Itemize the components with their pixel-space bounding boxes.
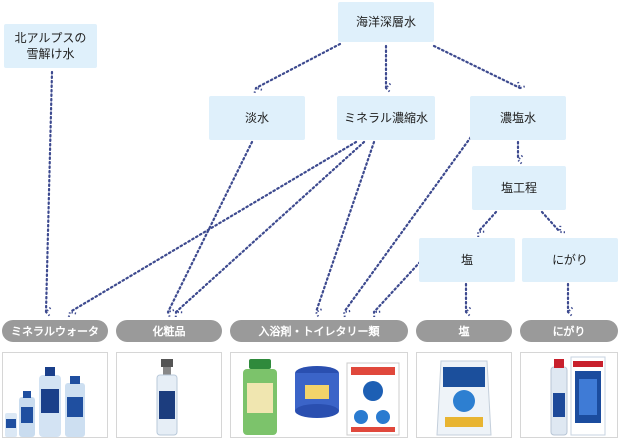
category-bath-toiletries: 入浴剤・トイレタリー類	[230, 320, 408, 342]
node-salt: 塩	[419, 238, 515, 282]
category-salt: 塩	[416, 320, 512, 342]
product-panel-mineral-water	[2, 352, 108, 438]
arrow-brine-to-bath	[342, 128, 478, 319]
node-concentrated-brine: 濃塩水	[470, 96, 566, 140]
product-panel-bath-toiletries	[230, 352, 408, 438]
arrow-mineral-to-bath-a	[314, 140, 376, 319]
category-bittern: にがり	[520, 320, 618, 342]
arrow-deep-to-fresh	[253, 42, 342, 95]
spray-bottle-icon	[156, 359, 178, 436]
node-snowmelt: 北アルプスの 雪解け水	[4, 24, 97, 68]
node-mineral-concentrate: ミネラル濃縮水	[337, 96, 435, 140]
arrow-fresh-to-cosmetics	[166, 140, 254, 319]
product-panel-bittern	[520, 352, 618, 438]
arrow-saltprocess-to-salt	[476, 210, 498, 239]
node-fresh-water: 淡水	[209, 96, 305, 140]
product-panel-salt	[416, 352, 512, 438]
arrow-mineral-to-water	[67, 140, 358, 319]
category-mineral-water: ミネラルウォータ	[2, 320, 108, 342]
arrow-snowmelt-to-water	[44, 70, 54, 318]
salt-bag-icon	[436, 360, 492, 436]
bath-products-icon	[243, 359, 400, 436]
node-bittern: にがり	[522, 238, 618, 282]
product-panel-cosmetics	[116, 352, 222, 438]
arrow-mineral-to-cosmetics	[174, 140, 366, 319]
arrow-deep-to-brine	[432, 44, 527, 90]
arrow-saltprocess-to-bittern	[540, 210, 567, 234]
node-salt-process: 塩工程	[472, 166, 566, 210]
water-bottles-icon	[5, 367, 85, 437]
category-cosmetics: 化粧品	[116, 320, 222, 342]
arrow-salt-to-bath	[372, 260, 422, 319]
node-deep-sea-water: 海洋深層水	[338, 2, 434, 42]
nigari-bottle-icon	[550, 356, 606, 436]
